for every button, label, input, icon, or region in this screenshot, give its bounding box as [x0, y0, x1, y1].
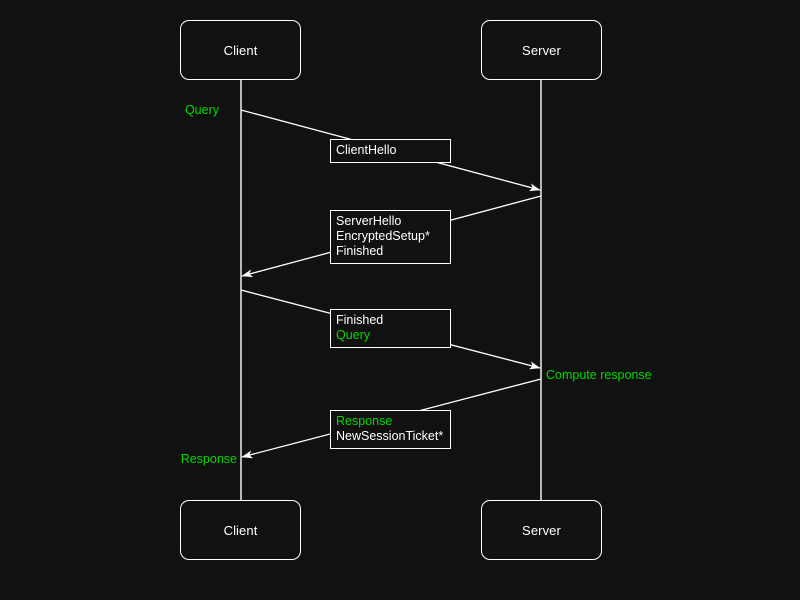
actor-label-client-top: Client	[223, 42, 258, 58]
message-line: Response	[336, 414, 393, 428]
message-box-client-hello[interactable]: ClientHello	[330, 139, 451, 163]
message-line: Finished	[336, 244, 384, 258]
message-line: ClientHello	[336, 143, 397, 157]
annotation-query-start: Query	[100, 103, 219, 117]
actor-label-server-top: Server	[522, 42, 561, 58]
message-box-server-hello[interactable]: ServerHello EncryptedSetup* Finished	[330, 210, 451, 264]
actor-label-server-bottom: Server	[522, 522, 561, 538]
message-line: EncryptedSetup*	[336, 229, 430, 243]
annotation-text: Query	[184, 103, 219, 117]
actor-box-server-bottom[interactable]: Server	[481, 500, 602, 560]
message-box-response-ticket[interactable]: Response NewSessionTicket*	[330, 410, 451, 449]
actor-box-client-top[interactable]: Client	[180, 20, 301, 80]
annotation-text: Compute response	[546, 368, 652, 382]
message-line: ServerHello	[336, 214, 402, 228]
annotation-text: Response	[180, 452, 237, 466]
message-box-finished-query[interactable]: Finished Query	[330, 309, 451, 348]
message-line: NewSessionTicket*	[336, 429, 444, 443]
annotation-compute-response: Compute response	[546, 368, 652, 382]
annotation-response-end: Response	[100, 452, 237, 466]
actor-box-client-bottom[interactable]: Client	[180, 500, 301, 560]
actor-box-server-top[interactable]: Server	[481, 20, 602, 80]
message-line: Query	[336, 328, 371, 342]
actor-label-client-bottom: Client	[223, 522, 258, 538]
message-line: Finished	[336, 313, 384, 327]
